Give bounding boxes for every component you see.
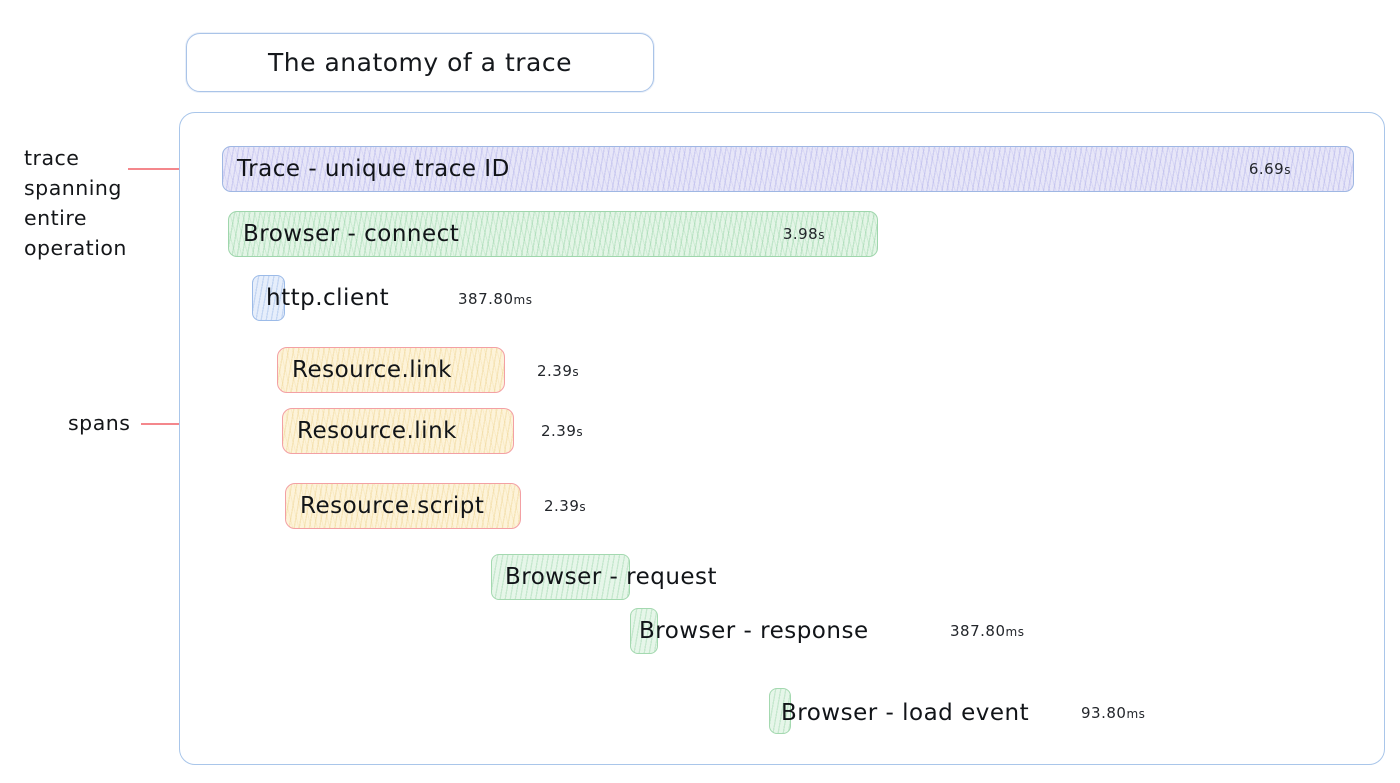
span-bar-browser-connect[interactable]: Browser - connect 3.98s xyxy=(228,211,878,257)
span-bar-browser-request[interactable] xyxy=(491,554,630,600)
trace-leader-line xyxy=(128,168,194,170)
span-bar-resource-link-1[interactable]: Resource.link xyxy=(277,347,505,393)
span-bar-resource-script[interactable]: Resource.script xyxy=(285,483,521,529)
annotation-spans-label: spans xyxy=(68,411,131,435)
span-label: Browser - connect xyxy=(243,221,460,247)
spans-leader-line xyxy=(141,423,213,425)
span-duration: 387.80ms xyxy=(458,290,533,308)
span-duration: 6.69s xyxy=(1248,160,1291,178)
span-bar-browser-load-event[interactable] xyxy=(769,688,791,734)
span-bar-trace[interactable]: Trace - unique trace ID 6.69s xyxy=(222,146,1354,192)
span-bar-http-client[interactable] xyxy=(252,275,285,321)
span-label: Resource.link xyxy=(292,357,452,383)
diagram-title-box: The anatomy of a trace xyxy=(186,33,654,92)
span-label: Browser - request xyxy=(505,564,718,590)
span-duration: 3.98s xyxy=(782,225,825,243)
span-duration: 93.80ms xyxy=(1081,704,1146,722)
span-label: Resource.link xyxy=(297,418,457,444)
span-duration: 2.39s xyxy=(537,362,580,380)
page-title: The anatomy of a trace xyxy=(268,48,572,77)
span-bar-browser-response[interactable] xyxy=(630,608,658,654)
annotation-trace-label: trace spanning entire operation xyxy=(24,146,127,260)
span-duration: 387.80ms xyxy=(950,622,1025,640)
span-label: Trace - unique trace ID xyxy=(237,156,510,182)
span-duration: 2.39s xyxy=(541,422,584,440)
span-label: Browser - load event xyxy=(781,700,1030,726)
span-duration: 2.39s xyxy=(544,497,587,515)
span-bar-resource-link-2[interactable]: Resource.link xyxy=(282,408,514,454)
span-label: Resource.script xyxy=(300,493,485,519)
span-label: Browser - response xyxy=(639,618,869,644)
span-label: http.client xyxy=(266,285,390,311)
